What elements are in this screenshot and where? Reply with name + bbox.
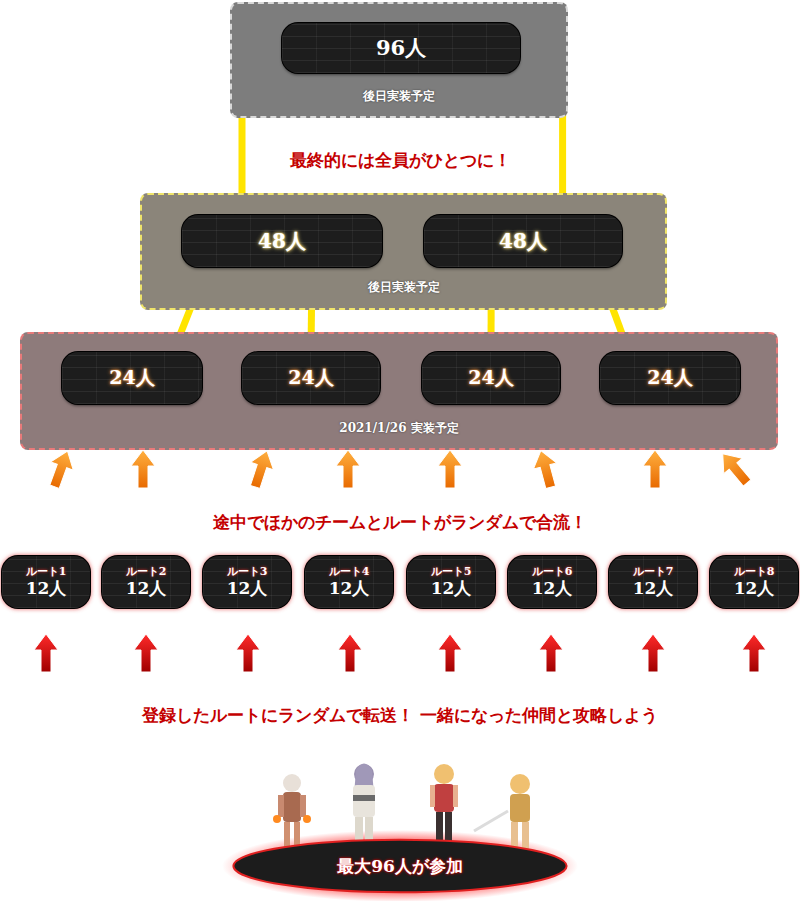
member-count: 12人 bbox=[227, 579, 268, 599]
participant-ellipse: 最大96人が参加 bbox=[230, 838, 570, 894]
member-count: 12人 bbox=[329, 579, 370, 599]
caption-note: 途中でほかのチームとルートがランダムで合流！ bbox=[209, 511, 591, 534]
member-count: 48人 bbox=[499, 230, 547, 253]
route-name: ルート5 bbox=[431, 566, 472, 579]
route-box: ルート112人 bbox=[2, 556, 90, 608]
caption-note: 最終的には全員がひとつに！ bbox=[286, 149, 515, 172]
character-figures bbox=[222, 764, 578, 901]
route-name: ルート7 bbox=[633, 566, 674, 579]
route-box: ルート512人 bbox=[407, 556, 495, 608]
stage-band: 後日実装予定 48人 48人 bbox=[140, 193, 667, 310]
stage-band: 後日実装予定 96人 bbox=[230, 2, 568, 118]
team-box: 24人 bbox=[62, 352, 202, 404]
route-box: ルート212人 bbox=[102, 556, 190, 608]
participant-note: 最大96人が参加 bbox=[337, 855, 463, 878]
stage-band: 2021/1/26 実装予定 24人 24人 24人 24人 bbox=[20, 332, 778, 450]
caption-note: 登録したルートにランダムで転送！ 一緒になった仲間と攻略しよう bbox=[138, 704, 662, 727]
member-count: 12人 bbox=[532, 579, 573, 599]
stage-note: 後日実装予定 bbox=[142, 279, 665, 296]
member-count: 96人 bbox=[376, 36, 426, 60]
route-box: ルート712人 bbox=[609, 556, 697, 608]
member-count: 48人 bbox=[258, 230, 306, 253]
team-box: 24人 bbox=[600, 352, 740, 404]
member-count: 12人 bbox=[734, 579, 775, 599]
team-box: 48人 bbox=[182, 215, 382, 267]
route-box: ルート412人 bbox=[305, 556, 393, 608]
route-name: ルート1 bbox=[26, 566, 67, 579]
member-count: 12人 bbox=[431, 579, 472, 599]
member-count: 24人 bbox=[647, 367, 692, 389]
route-name: ルート8 bbox=[734, 566, 775, 579]
team-box: 96人 bbox=[282, 23, 520, 73]
member-count: 24人 bbox=[468, 367, 513, 389]
member-count: 12人 bbox=[126, 579, 167, 599]
member-count: 24人 bbox=[288, 367, 333, 389]
route-box: ルート612人 bbox=[508, 556, 596, 608]
route-box: ルート312人 bbox=[203, 556, 291, 608]
merge-arrows bbox=[43, 446, 756, 491]
route-name: ルート6 bbox=[532, 566, 573, 579]
transfer-arrows bbox=[34, 634, 766, 672]
stage-note: 2021/1/26 実装予定 bbox=[22, 420, 776, 437]
route-name: ルート3 bbox=[227, 566, 268, 579]
member-count: 12人 bbox=[633, 579, 674, 599]
team-box: 24人 bbox=[422, 352, 560, 404]
stage-note: 後日実装予定 bbox=[232, 88, 566, 105]
team-box: 24人 bbox=[242, 352, 380, 404]
route-box: ルート812人 bbox=[710, 556, 798, 608]
route-name: ルート4 bbox=[329, 566, 370, 579]
member-count: 12人 bbox=[26, 579, 67, 599]
team-box: 48人 bbox=[424, 215, 622, 267]
member-count: 24人 bbox=[109, 367, 154, 389]
route-name: ルート2 bbox=[126, 566, 167, 579]
